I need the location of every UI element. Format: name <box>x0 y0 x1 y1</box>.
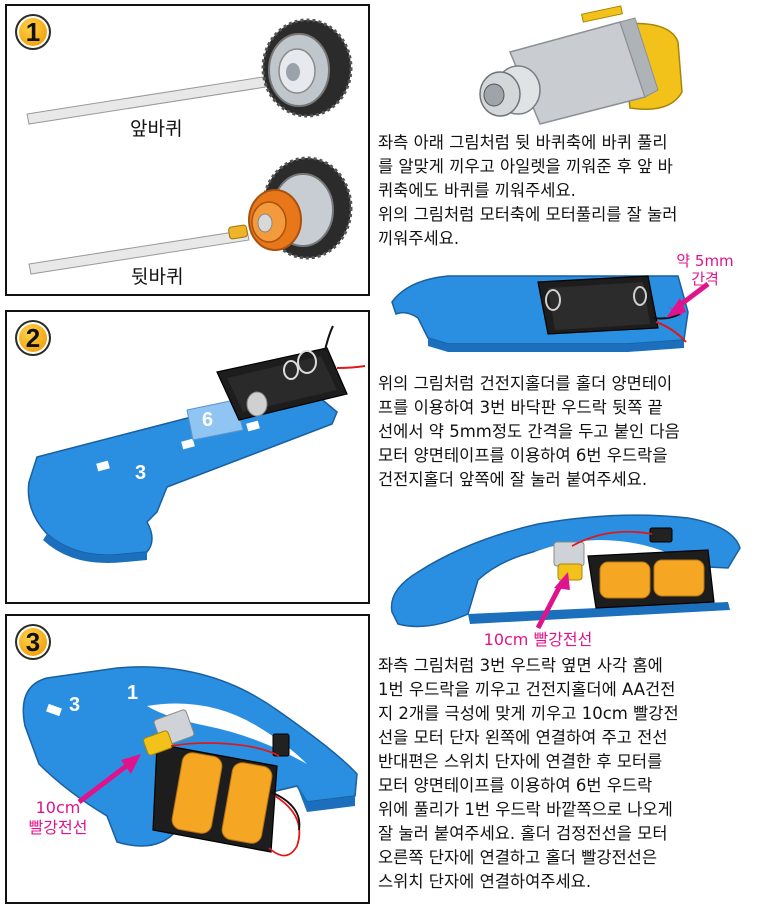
car-top-illustration <box>22 666 358 857</box>
front-wheel-illustration <box>26 18 353 125</box>
board-number-3: 3 <box>69 694 81 716</box>
base-board-illustration <box>27 325 366 564</box>
gap-callout-line2: 간격 <box>691 270 719 288</box>
board-number-6: 6 <box>202 409 214 431</box>
step3-badge: 3 <box>15 624 51 660</box>
wire-callout-step3-line1: 10cm <box>35 798 81 817</box>
step2-badge: 2 <box>15 320 51 356</box>
wire-callout-label: 10cm 빨강전선 <box>483 630 593 649</box>
motor-illustration <box>479 5 683 125</box>
step3-panel: 3 3 1 10cm 빨강전선 <box>5 614 370 904</box>
wire-callout-label-step3: 10cm 빨강전선 <box>15 798 101 838</box>
gap-callout-label: 약 5mm 간격 <box>660 252 750 288</box>
rear-wheel-label: 뒷바퀴 <box>131 266 184 288</box>
rear-wheel-illustration <box>28 156 353 275</box>
step3-instructions: 좌측 그림처럼 3번 우드락 옆면 사각 홈에 1번 우드락을 끼우고 건전지홀… <box>378 656 679 891</box>
step1-badge: 1 <box>15 14 51 50</box>
gap-callout-line1: 약 5mm <box>676 252 734 270</box>
board-number-3: 3 <box>135 462 147 484</box>
step1-panel: 1 앞바퀴 뒷바퀴 <box>5 4 370 296</box>
step2-panel: 2 6 3 <box>5 310 370 604</box>
board-with-holder-illustration <box>391 275 710 352</box>
step1-instructions: 좌측 아래 그림처럼 뒷 바퀴축에 바퀴 풀리 를 알맞게 끼우고 아일렛을 끼… <box>378 133 678 248</box>
board-number-1: 1 <box>127 682 139 704</box>
front-wheel-label: 앞바퀴 <box>130 118 183 140</box>
step2-instructions: 위의 그림처럼 건전지홀더를 홀더 양면테이 프를 이용하여 3번 바닥판 우드… <box>378 374 680 489</box>
wire-callout-step3-line2: 빨강전선 <box>28 818 88 837</box>
car-assembly-illustration <box>390 514 741 630</box>
